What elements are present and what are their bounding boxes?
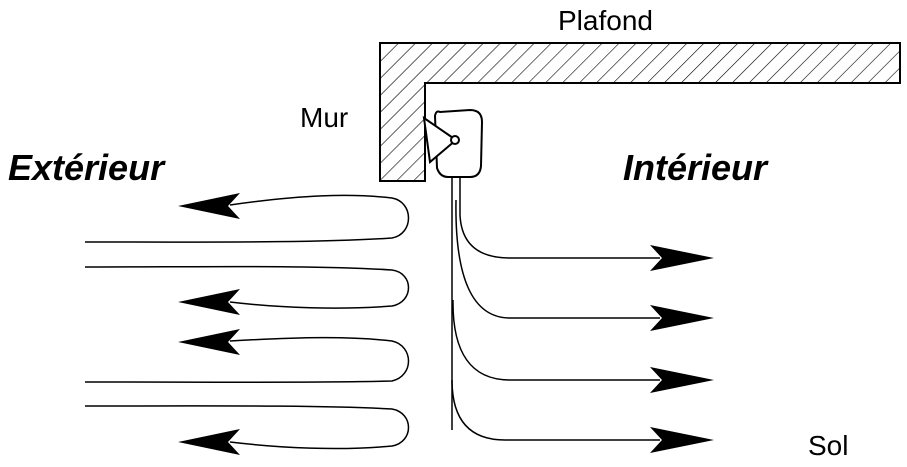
inside-arrowhead-1 [650,245,714,271]
outside-airflow [84,194,410,450]
floor-label: Sol [808,430,849,461]
inside-arrowhead-3 [650,367,714,393]
inside-airflow [451,199,660,441]
inside-stream-1 [459,214,660,259]
inside-arrowhead-4 [650,427,714,453]
outside-arrowheads [178,193,240,455]
outside-loop-1 [84,194,410,243]
inside-stream-3 [452,299,660,381]
inside-stream-2 [455,199,660,319]
outside-arrowhead-3 [178,329,240,355]
ceiling-and-wall-section [379,42,901,182]
fan-hub [450,135,460,145]
outside-loop-4 [84,405,410,450]
inside-label: Intérieur [623,147,768,188]
wall-label: Mur [300,102,349,133]
outside-loop-2 [84,265,410,309]
inside-arrowhead-2 [650,305,714,331]
outside-arrowhead-4 [178,429,240,455]
ceiling-label: Plafond [558,5,653,36]
outside-label: Extérieur [8,147,165,188]
outside-arrowhead-1 [178,193,240,219]
inside-stream-4 [451,379,660,441]
outside-loop-3 [84,336,410,383]
outside-arrowhead-2 [178,289,240,315]
fan-icon [422,115,458,164]
inside-arrowheads [650,245,714,453]
